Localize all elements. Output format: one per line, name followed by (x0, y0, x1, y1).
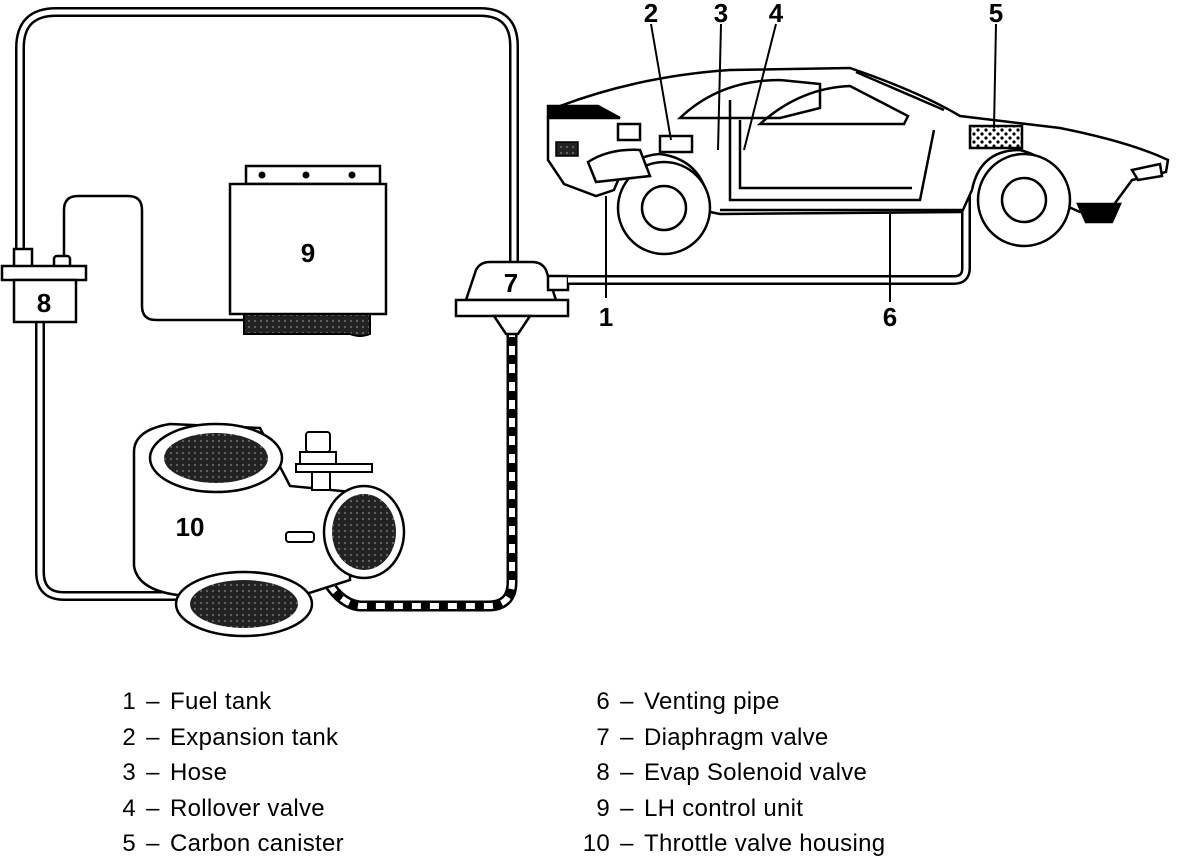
car-side-view (546, 66, 1170, 280)
callout-6: 6 (883, 302, 897, 332)
callout-10: 10 (176, 512, 205, 542)
callout-7: 7 (504, 268, 518, 298)
control-wire (62, 194, 244, 322)
callout-1: 1 (599, 302, 613, 332)
callout-5: 5 (989, 0, 1003, 28)
diaphragm-valve: 7 (454, 260, 570, 336)
legend-item: 1–Fuel tank (122, 688, 272, 715)
leader-lines (605, 23, 997, 302)
callout-3: 3 (714, 0, 728, 28)
lh-control-unit: 9 (228, 164, 388, 337)
legend-item: 10–Throttle valve housing (582, 830, 886, 857)
upper-vent-pipe (15, 7, 519, 262)
legend-item: 2–Expansion tank (122, 723, 339, 751)
legend-right: 6–Venting pipe 7–Diaphragm valve 8–Evap … (570, 684, 885, 862)
legend-item: 4–Rollover valve (122, 794, 325, 822)
venting-pipe (568, 142, 971, 285)
legend-item: 9–LH control unit (596, 794, 804, 822)
legend-left: 1–Fuel tank 2–Expansion tank 3–Hose 4–Ro… (96, 684, 344, 862)
lower-vent-pipe (35, 322, 182, 601)
callout-9: 9 (301, 238, 315, 268)
legend-item: 7–Diaphragm valve (596, 723, 829, 751)
callout-4: 4 (769, 0, 784, 28)
legend-item: 6–Venting pipe (596, 688, 780, 715)
throttle-valve-housing: 10 (132, 422, 406, 638)
callout-2: 2 (644, 0, 658, 28)
evap-solenoid-valve: 8 (0, 247, 88, 324)
legend-item: 8–Evap Solenoid valve (596, 759, 868, 786)
legend-item: 5–Carbon canister (122, 830, 344, 857)
callout-8: 8 (37, 288, 51, 318)
legend-item: 3–Hose (122, 759, 228, 786)
